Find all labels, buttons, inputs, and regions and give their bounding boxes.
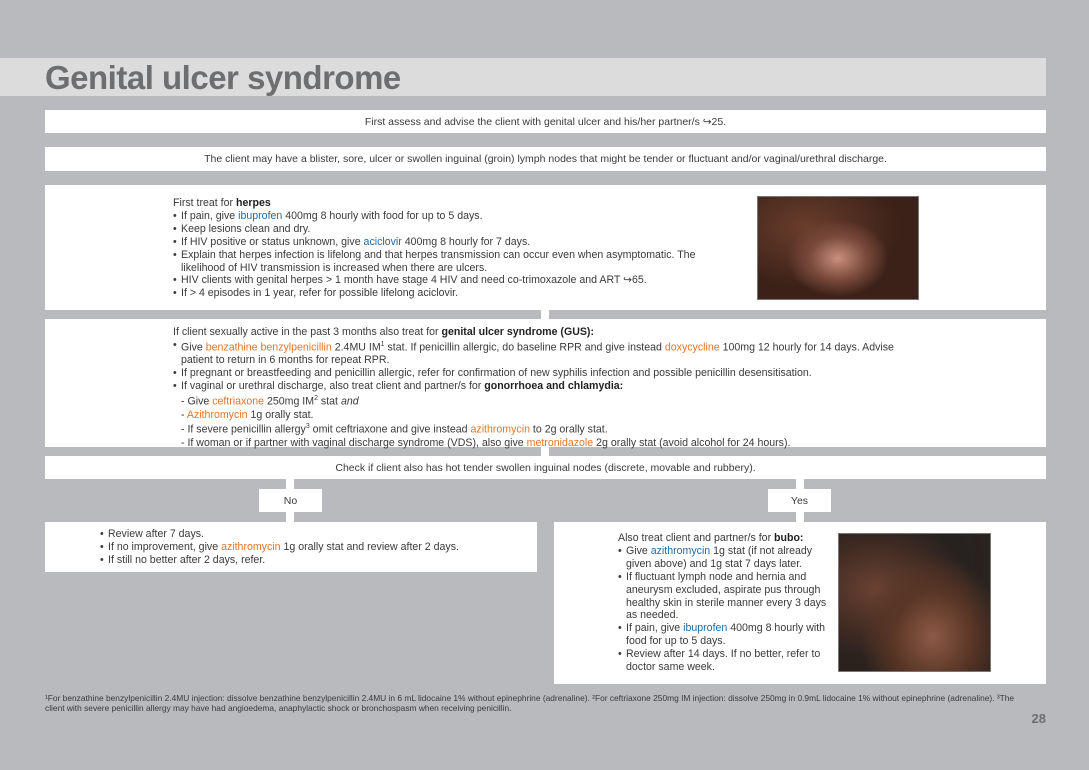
assess-box: First assess and advise the client with …: [45, 110, 1046, 133]
footnotes: ¹For benzathine benzylpenicillin 2.4MU i…: [45, 693, 1015, 713]
drug-doxycycline: doxycycline: [664, 341, 720, 354]
list-item: If HIV positive or status unknown, give …: [173, 236, 708, 249]
yes-label: Yes: [790, 494, 809, 507]
list-item: If still no better after 2 days, refer.: [100, 554, 520, 567]
list-item: Review after 14 days. If no better, refe…: [618, 648, 828, 674]
connector: [796, 479, 804, 489]
title-band: [0, 58, 1046, 96]
check-box: Check if client also has hot tender swol…: [45, 456, 1046, 479]
list-item: If pain, give ibuprofen 400mg 8 hourly w…: [618, 622, 828, 648]
gus-subitem: - Azithromycin 1g orally stat.: [181, 408, 314, 421]
list-item: If no improvement, give azithromycin 1g …: [100, 541, 520, 554]
list-item: Explain that herpes infection is lifelon…: [173, 249, 708, 275]
presentation-box: The client may have a blister, sore, ulc…: [45, 147, 1046, 171]
connector: [286, 479, 294, 489]
herpes-lead: First treat for herpes: [173, 197, 271, 209]
yes-label-box: Yes: [768, 489, 831, 512]
list-item: HIV clients with genital herpes > 1 mont…: [173, 274, 708, 287]
connector: [286, 512, 294, 522]
list-item: Review after 7 days.: [100, 528, 520, 541]
yes-content: Also treat client and partner/s for bubo…: [618, 532, 828, 674]
no-list: Review after 7 days. If no improvement, …: [100, 528, 520, 567]
bubo-photo: [838, 533, 991, 672]
no-label-box: No: [259, 489, 322, 512]
gus-subitem: - Give ceftriaxone 250mg IM2 stat and: [181, 395, 359, 408]
yes-list: Give azithromycin 1g stat (if not alread…: [618, 545, 828, 674]
gus-lead: If client sexually active in the past 3 …: [173, 326, 594, 338]
drug-metronidazole: metronidazole: [526, 436, 594, 449]
gus-list: Give benzathine benzylpenicillin 2.4MU I…: [173, 339, 913, 393]
assess-text: First assess and advise the client with …: [364, 115, 727, 128]
gus-content: If client sexually active in the past 3 …: [173, 326, 913, 450]
herpes-photo: [757, 196, 919, 300]
list-item: If vaginal or urethral discharge, also t…: [173, 380, 913, 393]
gus-subitem: - If woman or if partner with vaginal di…: [181, 436, 791, 449]
gus-box: If client sexually active in the past 3 …: [45, 319, 1046, 450]
check-text: Check if client also has hot tender swol…: [335, 461, 756, 474]
connector: [541, 447, 549, 456]
drug-azithromycin: Azithromycin: [186, 408, 248, 421]
connector: [796, 512, 804, 522]
drug-azithromycin: azithromycin: [650, 544, 711, 557]
drug-ceftriaxone: ceftriaxone: [212, 395, 265, 408]
drug-azithromycin: azithromycin: [221, 540, 281, 553]
herpes-list: If pain, give ibuprofen 400mg 8 hourly w…: [173, 210, 708, 300]
page-title: Genital ulcer syndrome: [45, 59, 401, 96]
list-item: If fluctuant lymph node and hernia and a…: [618, 571, 828, 623]
page-number: 28: [1031, 711, 1046, 726]
list-item: Give benzathine benzylpenicillin 2.4MU I…: [173, 339, 913, 367]
herpes-content: First treat for herpes If pain, give ibu…: [173, 197, 708, 300]
list-item: If pain, give ibuprofen 400mg 8 hourly w…: [173, 210, 708, 223]
list-item: Give azithromycin 1g stat (if not alread…: [618, 545, 828, 571]
gus-subitem: - If severe penicillin allergy3 omit cef…: [181, 423, 608, 436]
no-box: Review after 7 days. If no improvement, …: [45, 522, 537, 572]
drug-ibuprofen: ibuprofen: [683, 622, 728, 635]
connector: [541, 310, 549, 319]
drug-benzathine: benzathine benzylpenicillin: [205, 341, 332, 354]
drug-ibuprofen: ibuprofen: [238, 209, 283, 222]
list-item: Keep lesions clean and dry.: [173, 223, 708, 236]
list-item: If > 4 episodes in 1 year, refer for pos…: [173, 287, 708, 300]
presentation-text: The client may have a blister, sore, ulc…: [204, 153, 887, 165]
list-item: If pregnant or breastfeeding and penicil…: [173, 367, 913, 380]
drug-azithromycin: azithromycin: [470, 423, 530, 436]
drug-aciclovir: aciclovir: [363, 235, 402, 248]
no-label: No: [283, 494, 298, 507]
yes-lead: Also treat client and partner/s for bubo…: [618, 532, 804, 544]
